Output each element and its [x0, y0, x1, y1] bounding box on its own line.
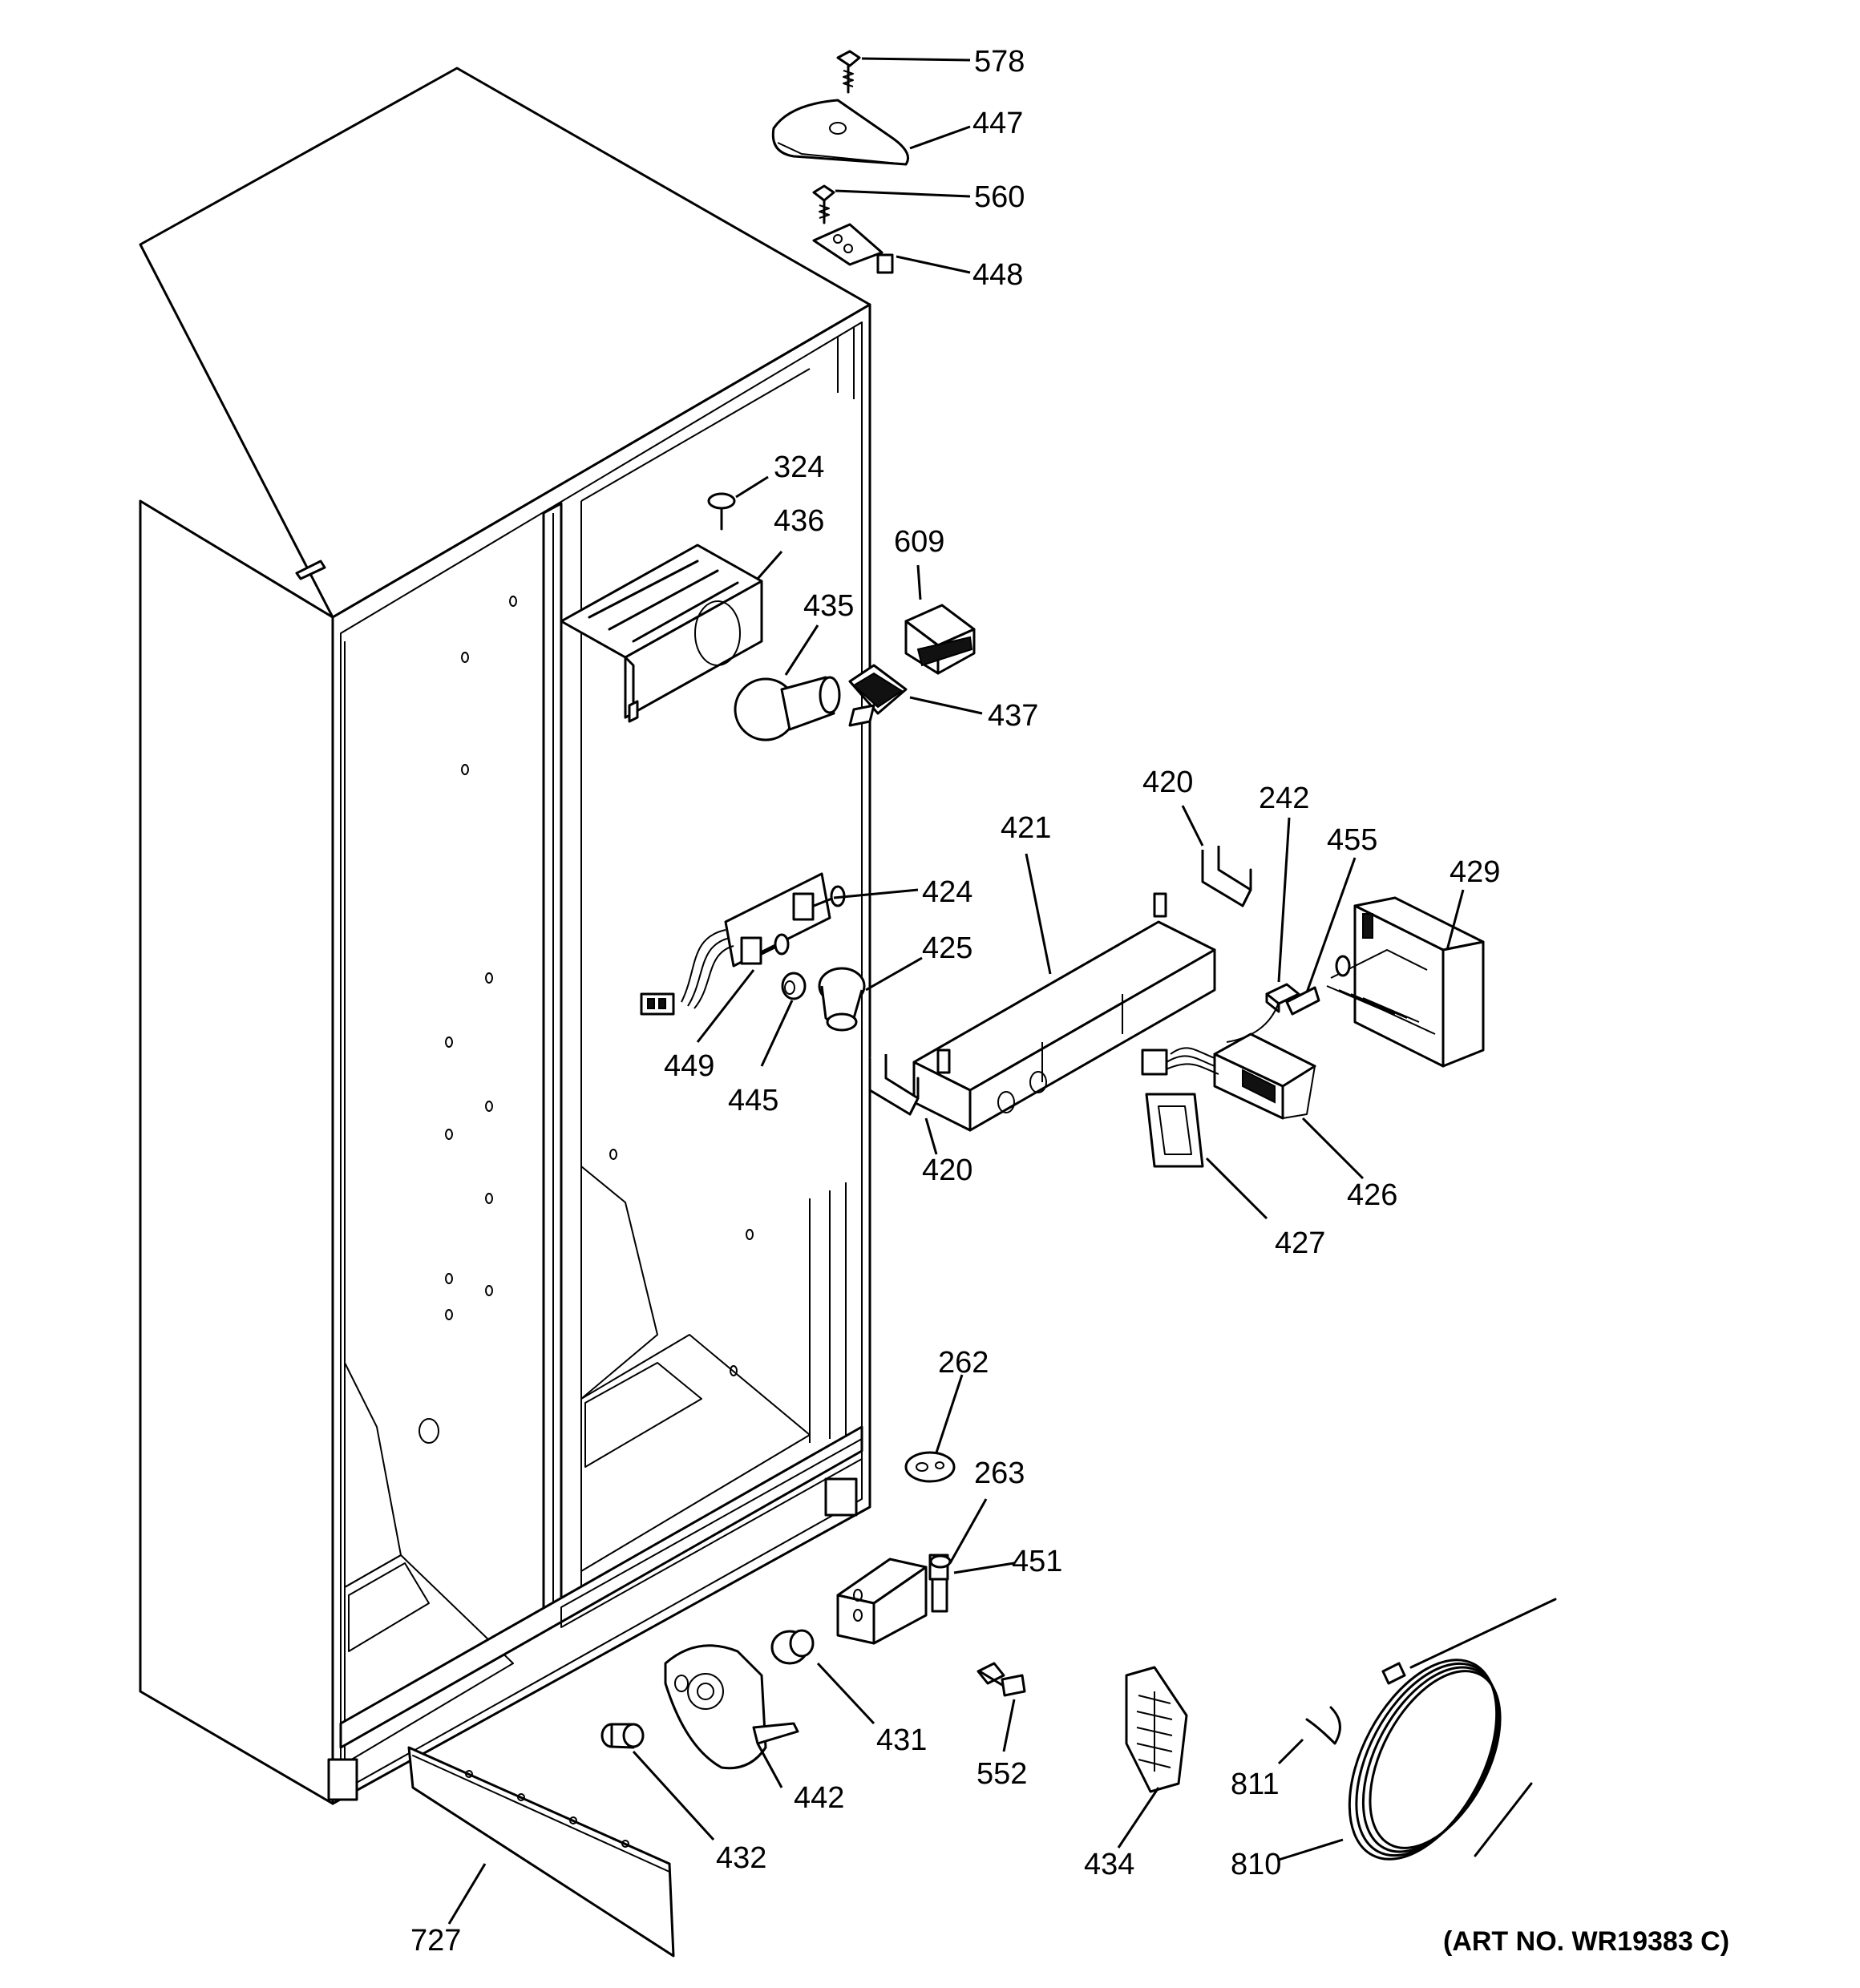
grille-727	[407, 1746, 675, 1958]
bushing-431	[770, 1629, 815, 1665]
knob-sleeve-445	[781, 972, 807, 1000]
callout-436: 436	[774, 504, 824, 538]
cable-455	[1285, 986, 1320, 1016]
vent-434	[1125, 1666, 1188, 1793]
callout-727: 727	[410, 1924, 461, 1958]
control-housing-421	[912, 892, 1216, 1132]
callout-420-bottom: 420	[922, 1154, 972, 1187]
light-shield-436	[560, 543, 763, 723]
callout-429: 429	[1450, 855, 1500, 889]
hinge-448	[812, 223, 894, 274]
screw-560	[812, 184, 835, 224]
callout-447: 447	[972, 107, 1023, 140]
cam-442	[664, 1644, 799, 1770]
callout-435: 435	[803, 589, 854, 623]
switch-609	[904, 604, 976, 675]
screw-578	[836, 50, 861, 94]
bushing-262	[904, 1451, 956, 1483]
control-cover-429	[1326, 896, 1485, 1068]
callout-426: 426	[1347, 1178, 1397, 1212]
callout-labels: 578 447 560 448 324 436 609 435 437 420 …	[410, 45, 1729, 1958]
callout-445: 445	[728, 1084, 778, 1117]
callout-431: 431	[876, 1723, 927, 1757]
callout-442: 442	[794, 1781, 844, 1815]
callout-262: 262	[938, 1346, 989, 1380]
callout-451: 451	[1012, 1545, 1062, 1578]
display-module-426	[1141, 1001, 1316, 1120]
callout-434: 434	[1084, 1848, 1134, 1881]
knob-425	[818, 967, 866, 1032]
callout-552: 552	[976, 1757, 1027, 1791]
art-number: (ART NO. WR19383 C)	[1443, 1926, 1729, 1957]
spacer-432	[600, 1723, 645, 1749]
callout-432: 432	[716, 1841, 766, 1875]
callout-427: 427	[1275, 1226, 1325, 1260]
callout-324: 324	[774, 451, 824, 484]
callout-420-top: 420	[1142, 766, 1193, 799]
screw-552	[976, 1662, 1026, 1697]
bottom-hinge-451	[836, 1554, 952, 1645]
callout-263: 263	[974, 1457, 1025, 1490]
callout-425: 425	[922, 931, 972, 965]
callout-811: 811	[1231, 1768, 1280, 1801]
callout-449: 449	[664, 1049, 714, 1083]
thermistor-242	[1265, 983, 1300, 1013]
callout-578: 578	[974, 45, 1025, 79]
control-board-424	[640, 872, 846, 1016]
callout-421: 421	[1001, 811, 1051, 845]
display-bezel-427	[1145, 1093, 1204, 1168]
callout-437: 437	[988, 699, 1038, 733]
hinge-cover-447	[771, 99, 909, 166]
callout-455: 455	[1327, 823, 1377, 857]
light-socket-437	[848, 664, 908, 727]
clip-420-top	[1201, 846, 1252, 907]
refrigerator-cabinet	[139, 67, 871, 1805]
callout-609: 609	[894, 525, 944, 559]
cord-810	[1348, 1598, 1557, 1861]
light-bulb-435	[734, 676, 841, 741]
callout-448: 448	[972, 258, 1023, 292]
callout-560: 560	[974, 180, 1025, 214]
clip-420-bottom	[868, 1054, 920, 1116]
clip-811	[1305, 1706, 1341, 1745]
callout-810: 810	[1231, 1848, 1281, 1881]
callout-242: 242	[1259, 782, 1309, 815]
screw-324	[707, 492, 736, 531]
callout-424: 424	[922, 875, 972, 909]
